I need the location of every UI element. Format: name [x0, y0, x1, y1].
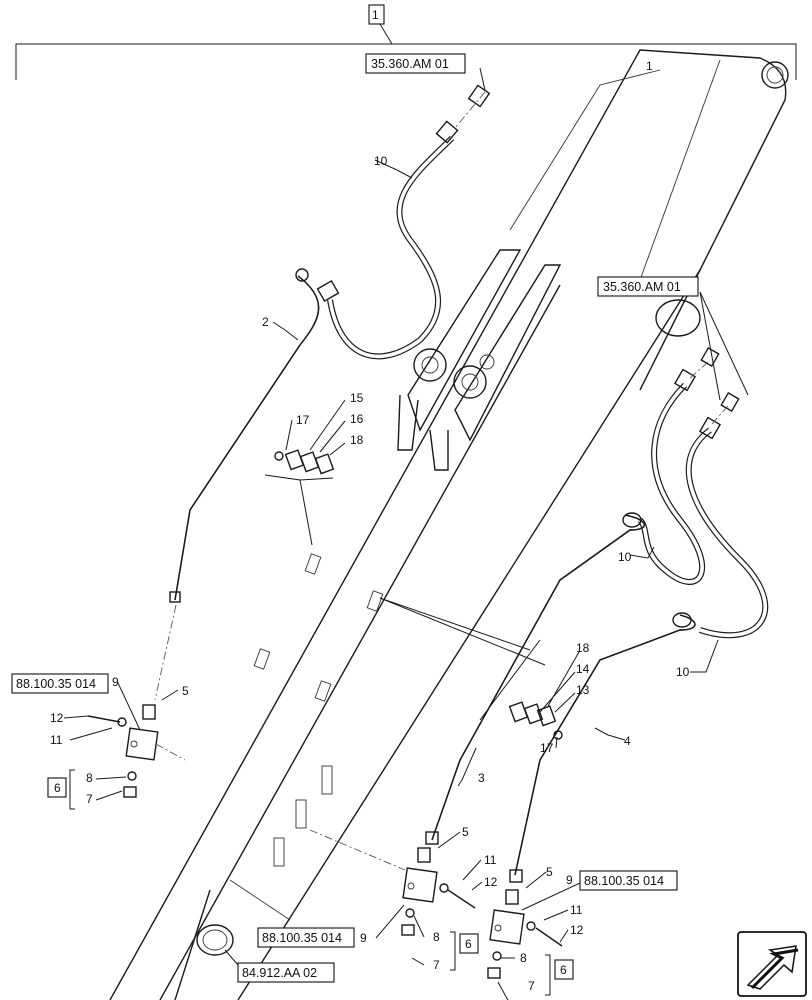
boom-mark: 1	[646, 59, 653, 73]
callout-16: 16	[350, 412, 364, 426]
group-center-number: 6	[465, 937, 472, 951]
callout-17: 17	[540, 741, 554, 755]
boom: 1	[109, 49, 789, 1000]
callout-9: 9	[360, 931, 367, 945]
ref-boom-pin[interactable]: 84.912.AA 02	[237, 962, 335, 983]
callout-numbers: 10 2 17 15 16 18 10 10 18 14 13 17 4 3 9…	[50, 154, 690, 993]
callout-7: 7	[86, 792, 93, 806]
callout-15: 15	[350, 391, 364, 405]
callout-4: 4	[624, 734, 631, 748]
block-right	[487, 889, 563, 979]
assembly-bracket: 1	[15, 4, 797, 80]
ref-top[interactable]: 35.360.AM 01	[365, 53, 466, 74]
boom-bracket-plates	[397, 249, 562, 471]
group-left: 6	[47, 769, 75, 810]
assembly-number-box	[368, 4, 385, 25]
callout-8: 8	[86, 771, 93, 785]
callout-13: 13	[576, 683, 590, 697]
callout-12: 12	[484, 875, 498, 889]
callout-9: 9	[112, 675, 119, 689]
ref-right[interactable]: 35.360.AM 01	[597, 276, 699, 297]
arrow-icon[interactable]	[737, 931, 807, 997]
tube-4	[509, 612, 696, 883]
callout-8: 8	[433, 930, 440, 944]
ref-block-right-label: 88.100.35 014	[584, 874, 664, 888]
ref-block-right[interactable]: 88.100.35 014	[579, 870, 678, 891]
clamp-group-lower	[379, 597, 563, 740]
callout-18: 18	[576, 641, 590, 655]
callout-12: 12	[570, 923, 584, 937]
tube-2	[154, 268, 320, 701]
ref-block-center[interactable]: 88.100.35 014	[257, 927, 355, 948]
callout-8: 8	[520, 951, 527, 965]
boom-bottom-hole	[196, 924, 234, 956]
callout-10: 10	[676, 665, 690, 679]
ref-boom-pin-label: 84.912.AA 02	[242, 966, 317, 980]
callout-9: 9	[566, 873, 573, 887]
callout-5: 5	[182, 684, 189, 698]
group-left-number: 6	[54, 781, 61, 795]
ref-top-label: 35.360.AM 01	[371, 57, 449, 71]
callout-11: 11	[484, 853, 497, 867]
ref-block-left[interactable]: 88.100.35 014	[11, 673, 109, 694]
callout-17: 17	[296, 413, 310, 427]
callout-11: 11	[570, 903, 583, 917]
callout-14: 14	[576, 662, 590, 676]
group-right: 6	[545, 954, 574, 996]
leader-lines	[63, 67, 749, 1000]
callout-10: 10	[618, 550, 632, 564]
clamp-group-upper	[264, 449, 335, 546]
boom-mid-hole	[655, 299, 701, 337]
callout-7: 7	[528, 979, 535, 993]
hoses-10-right	[637, 346, 769, 639]
block-left	[87, 704, 186, 798]
callout-5: 5	[462, 825, 469, 839]
callout-3: 3	[478, 771, 485, 785]
ref-block-left-label: 88.100.35 014	[16, 677, 96, 691]
hose-10-top	[316, 84, 491, 360]
group-right-number: 6	[560, 963, 567, 977]
callout-18: 18	[350, 433, 364, 447]
callout-5: 5	[546, 865, 553, 879]
block-center	[309, 829, 476, 936]
clip-slots	[253, 553, 384, 867]
callout-12: 12	[50, 711, 64, 725]
callout-7: 7	[433, 958, 440, 972]
group-center: 6	[450, 931, 479, 971]
fitting-top	[467, 84, 491, 108]
boom-top-hole	[761, 61, 789, 89]
callout-10: 10	[374, 154, 388, 168]
ref-block-center-label: 88.100.35 014	[262, 931, 342, 945]
ref-right-label: 35.360.AM 01	[603, 280, 681, 294]
assembly-number: 1	[372, 8, 379, 22]
callout-11: 11	[50, 733, 63, 747]
callout-2: 2	[262, 315, 269, 329]
tube-3	[425, 512, 646, 845]
